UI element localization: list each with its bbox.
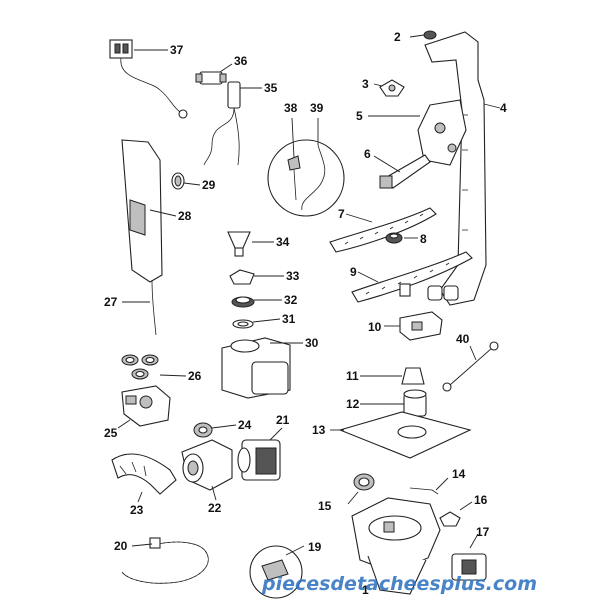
part-34-funnel [227, 231, 251, 257]
label-25: 25 [104, 426, 118, 440]
part-22-circulation-pump [181, 439, 233, 491]
part-35-sensor-hose [203, 81, 241, 166]
part-31-ring [232, 319, 254, 329]
part-9-lower-spray-arm [351, 251, 473, 303]
label-1: 1 [362, 583, 369, 597]
part-20-drain-hose [121, 537, 209, 584]
part-15-seal [353, 473, 375, 491]
label-30: 30 [305, 336, 319, 350]
label-16: 16 [474, 493, 488, 507]
label-15: 15 [318, 499, 332, 513]
label-9: 9 [350, 265, 357, 279]
part-7-upper-spray-arm [329, 207, 437, 253]
label-3: 3 [362, 77, 369, 91]
part-1-sump [351, 497, 441, 595]
label-23: 23 [130, 503, 144, 517]
label-35: 35 [264, 81, 278, 95]
label-11: 11 [346, 369, 359, 383]
label-14: 14 [452, 467, 466, 481]
label-37: 37 [170, 43, 184, 57]
label-2: 2 [394, 30, 401, 44]
part-4-spray-pipe [424, 31, 487, 306]
label-32: 32 [284, 293, 298, 307]
label-24: 24 [238, 418, 252, 432]
part-21-motor [237, 439, 281, 481]
label-39: 39 [310, 101, 324, 115]
part-13-filter-plate [338, 411, 472, 459]
label-27: 27 [104, 295, 118, 309]
label-29: 29 [202, 178, 216, 192]
part-14-lever [409, 487, 439, 495]
label-28: 28 [178, 209, 192, 223]
label-19: 19 [308, 540, 322, 554]
label-6: 6 [364, 147, 371, 161]
part-30-container [221, 337, 291, 399]
label-5: 5 [356, 109, 363, 123]
label-4: 4 [500, 101, 507, 115]
part-40-connecting-pipe [442, 341, 499, 392]
watermark-text: piecesdetacheesplus.com [261, 573, 537, 595]
label-40: 40 [456, 332, 470, 346]
label-20: 20 [114, 539, 128, 553]
label-8: 8 [420, 232, 427, 246]
part-6-connector [379, 154, 431, 189]
part-5-upper-bracket [417, 99, 467, 166]
part-28-side-panel [121, 139, 163, 283]
part-36-valve-clip [195, 71, 227, 85]
label-12: 12 [346, 397, 360, 411]
part-32-nut [231, 296, 255, 308]
label-17: 17 [476, 525, 490, 539]
label-26: 26 [188, 369, 202, 383]
part-38-39-detail-circle [267, 139, 345, 217]
label-34: 34 [276, 235, 290, 249]
part-11-coupling [401, 367, 425, 385]
part-27-drain-tube [151, 279, 157, 336]
part-29-cap [171, 172, 185, 190]
part-16-cap [439, 511, 461, 527]
part-37-wire-connector [109, 39, 188, 119]
part-8-hub [385, 232, 403, 244]
part-33-plate [229, 269, 255, 285]
label-10: 10 [368, 320, 382, 334]
part-26-seal-rings [121, 354, 159, 380]
part-2-nut [423, 30, 437, 40]
label-36: 36 [234, 54, 248, 68]
part-24-grommet [193, 422, 213, 438]
part-10-manifold [399, 311, 443, 341]
part-3-top-spray [379, 79, 405, 97]
part-12-filter-tube [403, 389, 427, 417]
part-25-pump-head [121, 385, 171, 427]
part-17-heater-connector [451, 553, 487, 581]
label-7: 7 [338, 207, 345, 221]
part-19-bracket [249, 545, 303, 599]
label-31: 31 [282, 312, 296, 326]
label-13: 13 [312, 423, 326, 437]
part-23-elbow-hose [111, 453, 177, 495]
label-21: 21 [276, 413, 290, 427]
label-38: 38 [284, 101, 298, 115]
label-22: 22 [208, 501, 222, 515]
label-33: 33 [286, 269, 300, 283]
